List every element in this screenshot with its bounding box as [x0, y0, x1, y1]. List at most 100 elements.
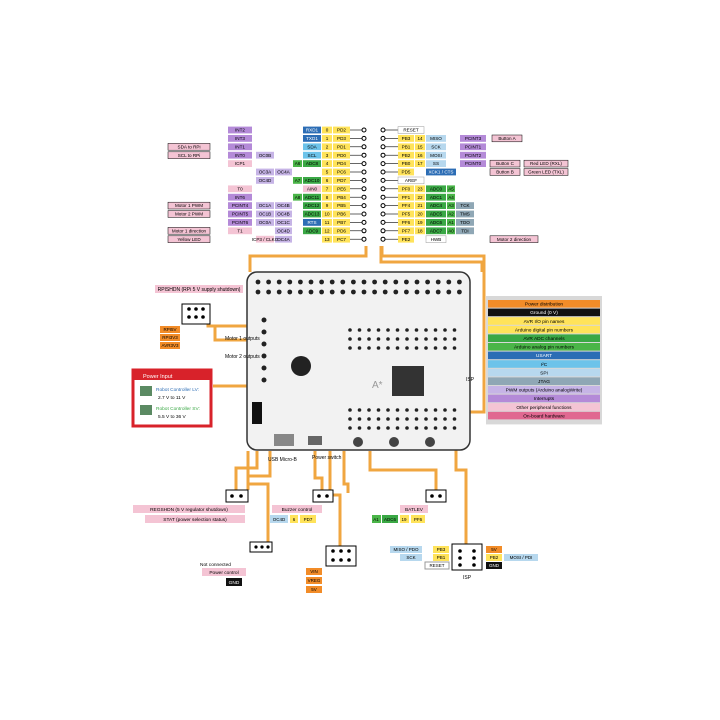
function-box	[303, 202, 321, 209]
header-hole	[433, 408, 438, 412]
isp-label: ISP	[466, 377, 475, 383]
buzzer-block: Buzzer control OC4D 6 PD7	[270, 489, 334, 523]
isp-pb3: PB3	[437, 547, 446, 552]
function-box	[426, 219, 446, 226]
header-hole	[276, 279, 282, 285]
power-terminal	[252, 402, 262, 424]
pin-name: PD1	[337, 144, 346, 149]
function-label: HWB	[431, 237, 442, 242]
legend-swatch	[488, 360, 600, 368]
legend-label: Power distribution	[525, 302, 563, 308]
batlev-block: BATLEV A1 ADC6 19 PF6	[372, 489, 447, 523]
nc-label: Not connected	[200, 562, 231, 568]
header-hole	[405, 408, 409, 412]
function-box	[426, 168, 456, 176]
legend-swatch	[488, 377, 600, 385]
hardware-label: Motor 2 direction	[497, 237, 532, 242]
isp-sck: SCK	[406, 555, 415, 560]
header-hole	[372, 279, 377, 285]
header-hole	[386, 417, 390, 421]
pin-name: PF6	[402, 220, 411, 225]
header-hole	[443, 417, 447, 421]
header-hole	[308, 279, 314, 285]
power-switch	[308, 436, 322, 445]
usb-label: USB Micro-B	[268, 457, 298, 463]
function-label: ADC12	[305, 203, 320, 208]
board-outline	[246, 271, 471, 451]
jtag-box	[456, 219, 474, 226]
periph-label: OC1A	[259, 203, 272, 208]
left-header-pin	[361, 203, 367, 209]
header-hole	[376, 346, 381, 350]
header-hole	[425, 289, 430, 295]
header-hole	[414, 289, 420, 295]
legend-label: Arduino analog pin numbers	[514, 345, 575, 351]
header-hole	[348, 426, 352, 430]
right-header-pin	[380, 236, 386, 242]
right-header-pin	[380, 152, 386, 158]
header-hole	[298, 279, 303, 285]
pin-name-box	[333, 202, 350, 209]
pin-name-box	[333, 227, 350, 235]
pin-number-box	[415, 227, 425, 235]
header-hole	[414, 328, 419, 332]
header-hole	[261, 329, 267, 335]
hardware-label: Red LED (RXL)	[530, 161, 562, 166]
pin-name: PB0	[402, 161, 411, 166]
header-hole	[376, 328, 381, 332]
sv-name: Robot Controller SV:	[156, 406, 200, 412]
interrupt-box	[228, 160, 252, 167]
function-label: ADC10	[305, 178, 320, 183]
buzzer-num: 6	[293, 517, 296, 522]
pin-name-box	[398, 227, 414, 235]
pin-number-box	[322, 235, 332, 243]
pin-number: 3	[326, 153, 329, 158]
function-label: ADC7	[430, 228, 443, 233]
right-header-pin	[380, 228, 386, 234]
header-hole	[367, 346, 371, 350]
function-box	[303, 210, 321, 218]
pin-name: PB4	[337, 195, 346, 200]
pin-name-box	[333, 210, 350, 218]
pin-number: 4	[326, 161, 329, 166]
hardware-box	[491, 134, 523, 143]
pin-name: PB5	[337, 203, 346, 208]
jtag-label: TCK	[460, 203, 470, 208]
left-header-pin	[361, 169, 367, 175]
header-hole	[446, 279, 452, 285]
function-label: SCL	[308, 153, 317, 158]
pin-number-box	[322, 160, 332, 167]
pin-number: 14	[417, 136, 423, 141]
pin-number-box	[415, 160, 425, 167]
legend-label: AVR ADC channels	[523, 336, 565, 342]
extra-label: OC4B	[277, 212, 290, 217]
motor2-label: Motor 2 outputs	[225, 354, 260, 360]
sv-range: 5.5 V to 36 V	[158, 414, 187, 420]
jtag-box	[456, 227, 474, 235]
batlev-label: BATLEV	[405, 507, 424, 513]
interrupt-label: INT6	[235, 195, 245, 200]
header-hole	[433, 346, 438, 350]
function-box	[303, 219, 321, 226]
legend-swatch	[488, 386, 600, 394]
function-box	[425, 235, 447, 243]
pin-number-box	[322, 193, 332, 201]
pin-number: 18	[417, 228, 423, 233]
header-hole	[340, 279, 346, 285]
pin-number-box	[322, 151, 332, 159]
header-hole	[457, 289, 462, 295]
interrupt-box	[228, 193, 252, 201]
function-label: RXD1	[306, 128, 319, 133]
function-label: RTS	[307, 220, 316, 225]
right-header-pin	[380, 194, 386, 200]
header-hole	[457, 279, 462, 285]
buzzer-label: Buzzer control	[282, 507, 313, 513]
header-hole	[424, 328, 428, 332]
interrupt-box	[228, 151, 252, 159]
header-hole	[433, 328, 438, 332]
left-header-pin	[361, 127, 367, 133]
function-box	[303, 160, 321, 167]
analog-label: A4	[448, 195, 454, 200]
